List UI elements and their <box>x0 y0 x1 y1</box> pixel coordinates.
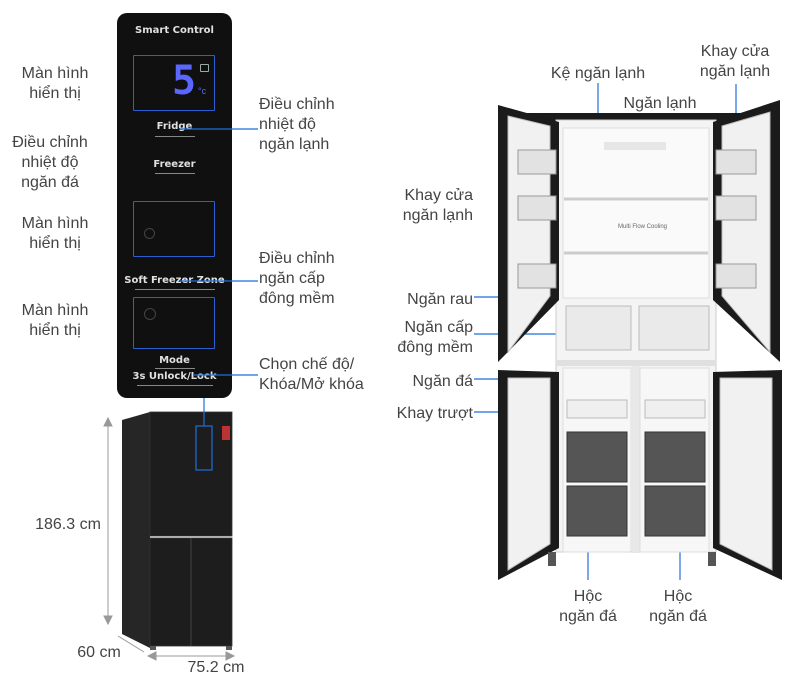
label-display-3: Màn hình hiển thị <box>21 302 89 339</box>
display-unit: °c <box>198 86 207 96</box>
label-slide-tray: Khay trượt <box>396 405 473 422</box>
width-dimension: 75.2 cm <box>187 659 245 676</box>
label-vegetable: Ngăn rau <box>407 291 473 308</box>
temperature-display: 5 °c <box>133 55 215 111</box>
height-dimension: 186.3 cm <box>35 516 101 533</box>
soft-freeze-icon <box>144 308 156 320</box>
freezer-button[interactable]: Freezer <box>153 159 196 170</box>
panel-title: Smart Control <box>135 25 214 36</box>
display-box-3 <box>133 297 215 349</box>
power-icon <box>144 228 155 239</box>
label-display-2: Màn hình hiển thị <box>21 215 89 252</box>
soft-freezer-zone-button[interactable]: Soft Freezer Zone <box>124 275 225 286</box>
interior-text: Multi Flow Cooling <box>618 224 668 230</box>
display-box-2 <box>133 201 215 257</box>
mode-button[interactable]: Mode <box>159 355 190 366</box>
label-fridge-adjust: Điều chỉnh nhiệt độ ngăn lạnh <box>259 96 335 153</box>
label-freezer-drawer-left: Hộc ngăn đá <box>559 588 617 625</box>
fridge-button[interactable]: Fridge <box>156 121 193 132</box>
display-digit: 5 <box>172 58 197 104</box>
label-display-1: Màn hình hiển thị <box>21 65 89 102</box>
label-freezer: Ngăn đá <box>412 373 474 390</box>
label-fridge-shelf: Kệ ngăn lạnh <box>550 65 646 82</box>
label-mode-lock: Chọn chế độ/ Khóa/Mở khóa <box>259 356 364 393</box>
label-freezer-adjust: Điều chỉnh nhiệt độ ngăn đá <box>12 134 88 191</box>
label-fridge-compartment: Ngăn lạnh <box>623 95 697 112</box>
label-soft-freeze: Ngăn cấp đông mềm <box>397 319 473 356</box>
label-soft-freeze-adjust: Điều chỉnh ngăn cấp đông mềm <box>259 250 335 307</box>
lock-icon <box>200 64 209 72</box>
label-fridge-door-tray: Khay cửa ngăn lạnh <box>402 187 473 224</box>
label-fridge-door-tray-top: Khay cửa ngăn lạnh <box>699 43 771 80</box>
unlock-lock-button[interactable]: 3s Unlock/Lock <box>132 371 217 382</box>
depth-dimension: 60 cm <box>77 644 121 661</box>
control-panel: Smart Control 5 °c Fridge Freezer Soft F… <box>117 13 232 398</box>
label-freezer-drawer-right: Hộc ngăn đá <box>649 588 707 625</box>
